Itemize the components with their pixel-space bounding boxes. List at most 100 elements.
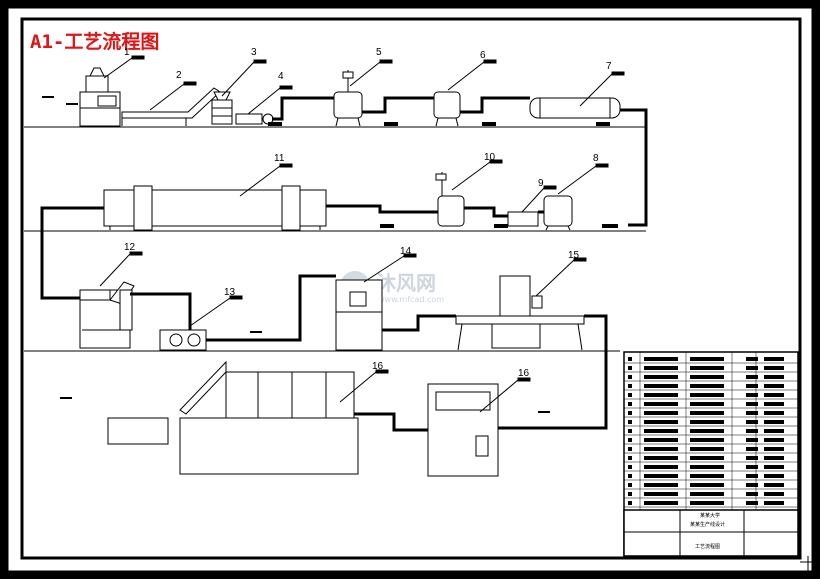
leader-line [149, 83, 185, 111]
title-block-cell-fill [644, 366, 678, 370]
title-block-cell-fill [746, 447, 758, 451]
leader-tag [253, 59, 267, 64]
title-block-cell-fill [746, 483, 758, 487]
title-block-cell-fill [690, 438, 724, 442]
equipment-number: 13 [224, 287, 236, 298]
corner-mark [800, 556, 816, 576]
title-block-cell-fill [746, 411, 758, 415]
equipment-8-tank [543, 195, 573, 231]
equipment-number: 4 [278, 71, 284, 82]
title-block-cell-fill [764, 375, 784, 379]
title-block-rows [624, 352, 798, 510]
title-block-cell-fill [690, 375, 724, 379]
leader-line [189, 297, 231, 327]
equipment-11-drum [103, 185, 327, 231]
title-block: 某某大学 某某生产线设计 工艺流程图 [623, 351, 799, 557]
leader-tag [611, 71, 625, 76]
equipment-number: 7 [606, 61, 612, 72]
leader-tag [379, 59, 393, 64]
leader-tag [279, 85, 293, 90]
row-2-bases [380, 224, 618, 228]
title-block-drawing-name: 工艺流程图 [695, 543, 720, 550]
title-block-cell-fill [628, 402, 632, 406]
equipment-10-tank [435, 172, 465, 227]
title-block-cell-fill [746, 375, 758, 379]
equipment-13-pump [159, 329, 207, 351]
leader-tag [131, 55, 145, 60]
title-block-cell-fill [764, 438, 784, 442]
title-block-cell-fill [746, 357, 758, 361]
leader-tag [183, 81, 197, 86]
title-block-cell-fill [690, 366, 724, 370]
leader-tag [403, 253, 417, 258]
title-block-cell-fill [644, 429, 678, 433]
leader-tag [543, 185, 557, 190]
title-block-line2: 某某生产线设计 [690, 521, 725, 528]
leader-tag [595, 163, 609, 168]
title-block-cell-fill [644, 438, 678, 442]
title-block-cell-fill [764, 393, 784, 397]
leader-line [557, 165, 597, 195]
equipment-4-pump [235, 113, 274, 125]
equipment-number: 8 [593, 153, 599, 164]
title-block-cell-fill [746, 402, 758, 406]
leader-tag [573, 257, 587, 262]
leader-line [239, 165, 281, 197]
title-block-cell-fill [764, 366, 784, 370]
title-block-cell-fill [644, 393, 678, 397]
title-block-cell-fill [746, 429, 758, 433]
title-block-cell-fill [628, 501, 632, 505]
title-block-cell-fill [644, 492, 678, 496]
leader-line [221, 61, 255, 97]
equipment-number: 12 [124, 242, 136, 253]
title-block-cell-fill [690, 492, 724, 496]
equipment-number: 6 [480, 50, 486, 61]
equipment-7-horizontal-tank [529, 97, 621, 119]
title-block-cell-fill [628, 357, 632, 361]
title-block-cell-fill [764, 411, 784, 415]
title-block-cell-fill [746, 384, 758, 388]
title-block-cell-fill [644, 447, 678, 451]
equipment-number: 10 [484, 152, 496, 163]
title-block-cell-fill [746, 438, 758, 442]
row-1-bases [268, 122, 610, 126]
title-block-cell-fill [628, 456, 632, 460]
leader-line [103, 57, 133, 79]
equipment-15-filler [455, 275, 585, 351]
title-block-cell-fill [628, 384, 632, 388]
title-block-cell-fill [628, 393, 632, 397]
leader-tag [129, 251, 143, 256]
title-block-cell-fill [690, 465, 724, 469]
leader-line [479, 379, 519, 413]
title-block-cell-fill [644, 357, 678, 361]
title-block-cell-fill [764, 402, 784, 406]
svg-text:沐风网: 沐风网 [376, 271, 436, 295]
title-block-cell-fill [764, 456, 784, 460]
title-block-cell-fill [764, 501, 784, 505]
leader-tag [279, 163, 293, 168]
title-block-cell-fill [628, 483, 632, 487]
leader-tag [229, 295, 243, 300]
pipe-row-3 [130, 274, 608, 430]
title-block-cell-fill [764, 465, 784, 469]
title-block-cell-fill [644, 456, 678, 460]
leader-line [349, 61, 381, 87]
title-block-cell-fill [628, 474, 632, 478]
title-block-cell-fill [690, 420, 724, 424]
leader-line [339, 371, 377, 403]
title-block-cell-fill [690, 483, 724, 487]
equipment-6-tank [433, 91, 461, 127]
title-block-cell-fill [644, 474, 678, 478]
title-block-cell-fill [764, 384, 784, 388]
title-block-line1: 某某大学 [700, 512, 720, 519]
title-block-cell-fill [690, 447, 724, 451]
leader-line [521, 187, 545, 213]
title-block-cell-fill [746, 393, 758, 397]
title-block-cell-fill [690, 456, 724, 460]
pipe-row-4 [354, 412, 428, 432]
title-block-cell-fill [746, 501, 758, 505]
title-block-cell-fill [644, 384, 678, 388]
leader-line [99, 253, 131, 287]
equipment-9-filter [507, 211, 539, 227]
